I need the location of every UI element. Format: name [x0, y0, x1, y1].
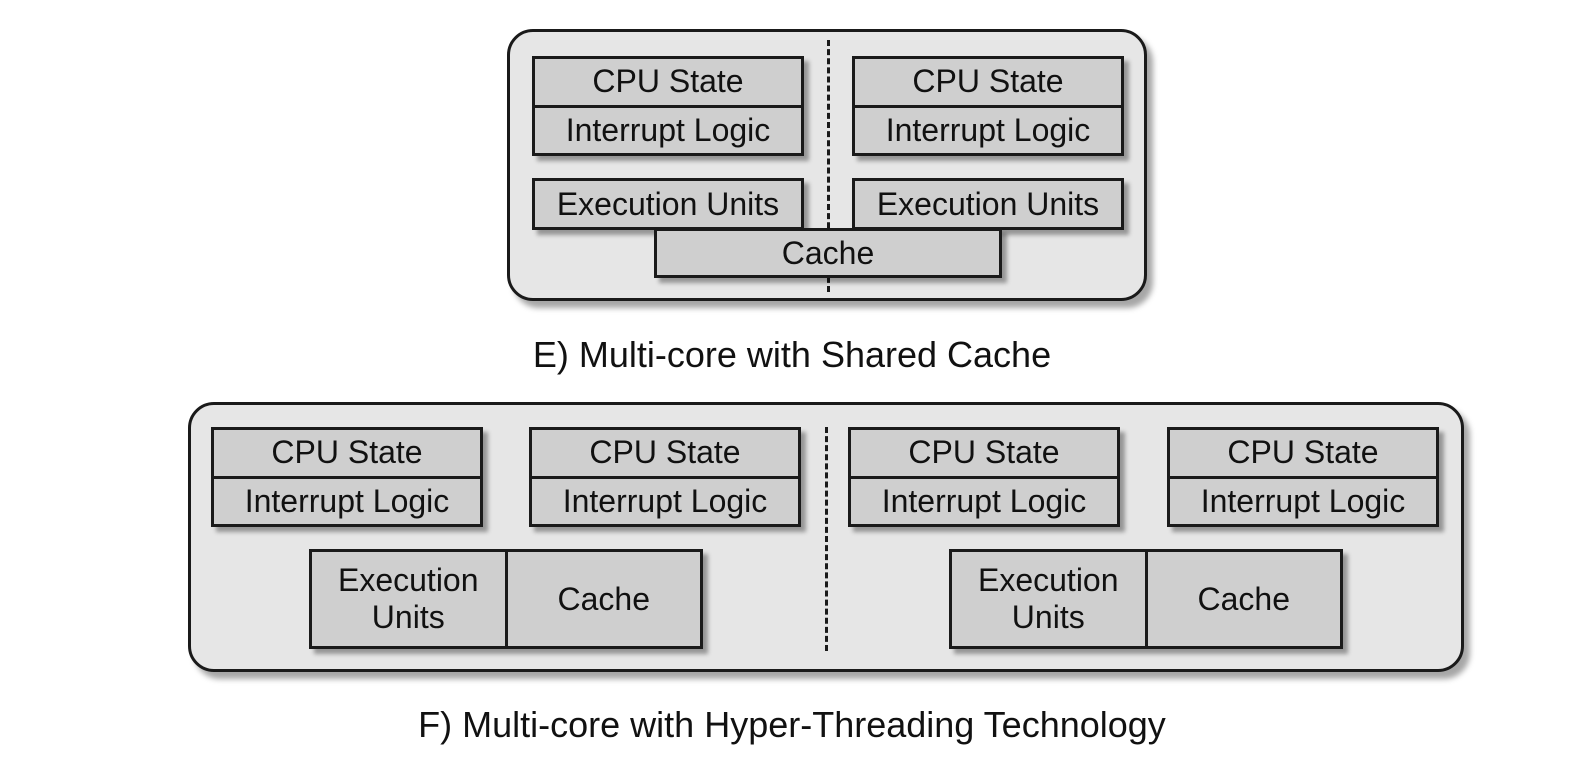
core-2-thread-2-state-stack: CPU State Interrupt Logic	[1167, 427, 1439, 527]
core-1-state-stack: CPU State Interrupt Logic	[532, 56, 804, 156]
execution-units: Execution Units	[977, 562, 1119, 635]
cpu-state: CPU State	[908, 434, 1060, 471]
hyperthreading-package: CPU State Interrupt Logic CPU State Inte…	[188, 402, 1464, 672]
interrupt-logic: Interrupt Logic	[851, 475, 1117, 525]
core-2-execution-cache: Execution Units Cache	[949, 549, 1343, 649]
cpu-state: CPU State	[271, 434, 423, 471]
cpu-state: CPU State	[912, 63, 1064, 100]
interrupt-logic: Interrupt Logic	[855, 104, 1121, 154]
cache: Cache	[1144, 552, 1341, 646]
core-2-thread-1-state-stack: CPU State Interrupt Logic	[848, 427, 1120, 527]
core-divider	[825, 427, 828, 651]
caption-e: E) Multi-core with Shared Cache	[532, 334, 1052, 375]
cache: Cache	[504, 552, 701, 646]
core-1-thread-2-state-stack: CPU State Interrupt Logic	[529, 427, 801, 527]
interrupt-logic: Interrupt Logic	[535, 104, 801, 154]
caption-f: F) Multi-core with Hyper-Threading Techn…	[418, 704, 1166, 745]
core-2-execution-units: Execution Units	[852, 178, 1124, 230]
cpu-state: CPU State	[589, 434, 741, 471]
core-1-execution-cache: Execution Units Cache	[309, 549, 703, 649]
interrupt-logic: Interrupt Logic	[214, 475, 480, 525]
execution-units: Execution Units	[337, 562, 479, 635]
interrupt-logic: Interrupt Logic	[532, 475, 798, 525]
core-1-execution-units: Execution Units	[532, 178, 804, 230]
cpu-state: CPU State	[1227, 434, 1379, 471]
cpu-state: CPU State	[592, 63, 744, 100]
core-divider	[827, 40, 830, 292]
shared-cache: Cache	[654, 228, 1002, 278]
interrupt-logic: Interrupt Logic	[1170, 475, 1436, 525]
core-1-thread-1-state-stack: CPU State Interrupt Logic	[211, 427, 483, 527]
core-2-state-stack: CPU State Interrupt Logic	[852, 56, 1124, 156]
shared-cache-package: CPU State Interrupt Logic CPU State Inte…	[507, 29, 1147, 301]
